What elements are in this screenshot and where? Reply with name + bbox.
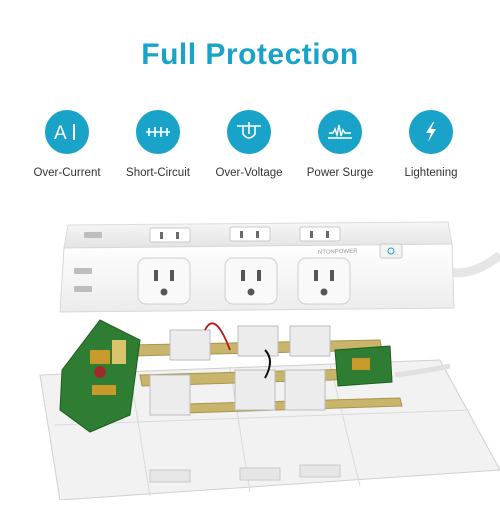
feature-label: Over-Current bbox=[33, 167, 101, 179]
power-switch-icon bbox=[379, 243, 403, 259]
svg-text:A: A bbox=[54, 123, 67, 143]
feature-label: Power Surge bbox=[306, 167, 374, 179]
usb-port bbox=[74, 232, 102, 292]
feature-row: A Over-Current Short-Circuit bbox=[0, 110, 500, 190]
short-circuit-icon bbox=[136, 110, 180, 154]
feature-label: Over-Voltage bbox=[215, 167, 283, 179]
ai-current-icon: A bbox=[45, 110, 89, 154]
power-strip-illustration: NTONPOWER bbox=[39, 221, 500, 501]
feature-short-circuit: Short-Circuit bbox=[113, 110, 203, 179]
surge-wave-icon bbox=[318, 110, 362, 154]
lightning-bolt-icon bbox=[409, 110, 453, 154]
feature-power-surge: Power Surge bbox=[295, 110, 385, 179]
feature-over-current: A Over-Current bbox=[22, 110, 112, 179]
brand-logo: NTONPOWER bbox=[318, 249, 358, 256]
feature-lightening: Lightening bbox=[386, 110, 476, 179]
feature-label: Lightening bbox=[404, 167, 458, 179]
feature-over-voltage: Over-Voltage bbox=[204, 110, 294, 179]
page-title: Full Protection bbox=[141, 38, 359, 71]
product-image: NTONPOWER bbox=[0, 200, 500, 501]
voltage-icon bbox=[227, 110, 271, 154]
feature-label: Short-Circuit bbox=[126, 167, 190, 179]
front-outlet bbox=[137, 257, 351, 305]
